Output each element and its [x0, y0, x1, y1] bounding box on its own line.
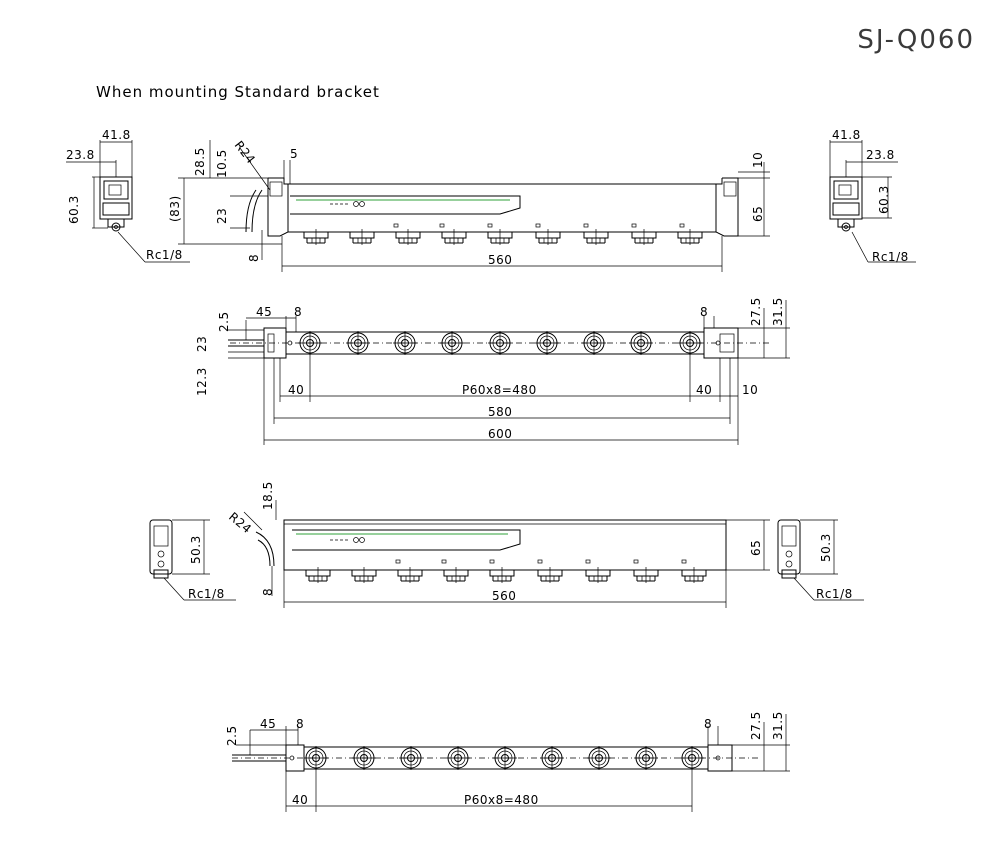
view4-cable-dim: 45	[260, 717, 276, 731]
view4-pitch-dim: P60x8=480	[464, 793, 539, 807]
view2-offset-dim: 2.5	[217, 311, 231, 332]
view3-right-height-dim: 50.3	[819, 533, 833, 562]
view4-left-40-dim: 40	[292, 793, 308, 807]
view2-pitch-dim: P60x8=480	[462, 383, 537, 397]
view1-right-thread-label: Rc1/8	[872, 250, 909, 264]
view2-left-8-dim: 8	[294, 305, 302, 319]
view3-height-dim: 65	[749, 540, 763, 556]
view4-left-8-dim: 8	[296, 717, 304, 731]
view1-top-offset-dim: 28.5	[193, 147, 207, 176]
view2-left-40-dim: 40	[288, 383, 304, 397]
view1-left-offset-dim: 23.8	[66, 148, 95, 162]
view1-tab-dim: 5	[290, 147, 298, 161]
view1-left-width-dim: 41.8	[102, 128, 131, 142]
view4-right-27-5-dim: 27.5	[749, 711, 763, 740]
view2-right-10-dim: 10	[742, 383, 758, 397]
view2-left-12-3-dim: 12.3	[195, 367, 209, 396]
view1-right-offset-dim: 23.8	[866, 148, 895, 162]
view3-left-height-dim: 50.3	[189, 535, 203, 564]
view2-cable-dim: 45	[256, 305, 272, 319]
view3-left-thread-label: Rc1/8	[188, 587, 225, 601]
view3-front-body	[243, 500, 770, 608]
view4-right-8-dim: 8	[704, 717, 712, 731]
view2-580-dim: 580	[488, 405, 512, 419]
view1-right-height-end-dim: 60.3	[877, 185, 891, 214]
view3-right-thread-label: Rc1/8	[816, 587, 853, 601]
view4-offset-dim: 2.5	[225, 725, 239, 746]
view2-left-23-dim: 23	[195, 336, 209, 352]
view2-600-dim: 600	[488, 427, 512, 441]
view3-radius-dim: R24	[226, 510, 254, 537]
view1-length-dim: 560	[488, 253, 512, 267]
view3-top-dim: 18.5	[261, 481, 275, 510]
view4-right-31-5-dim: 31.5	[771, 711, 785, 740]
view2-right-40-dim: 40	[696, 383, 712, 397]
view3-right-end-profile	[777, 519, 864, 601]
view1-left-height-dim: 60.3	[67, 195, 81, 224]
view2-right-31-5-dim: 31.5	[771, 297, 785, 326]
view3-length-dim: 560	[492, 589, 516, 603]
view2-top-body	[228, 300, 790, 445]
view1-lower-dim: 23	[215, 208, 229, 224]
view1-right-width-dim: 41.8	[832, 128, 861, 142]
view1-right-end-profile	[829, 140, 916, 263]
view1-left-thread-label: Rc1/8	[146, 248, 183, 262]
model-number: SJ-Q060	[857, 25, 975, 55]
drawing-subtitle: When mounting Standard bracket	[96, 83, 380, 101]
view1-base-dim: 8	[247, 254, 261, 262]
view1-right-height-dim: 65	[751, 206, 765, 222]
view1-total-height-dim: (83)	[168, 195, 182, 222]
view1-right-top-dim: 10	[751, 152, 765, 168]
view3-left-end-profile	[149, 519, 236, 601]
view2-right-8-dim: 8	[700, 305, 708, 319]
view1-left-end-profile	[66, 140, 190, 263]
view3-base-dim: 8	[261, 588, 275, 596]
view2-right-27-5-dim: 27.5	[749, 297, 763, 326]
view1-radius-dim: R24	[232, 138, 258, 166]
view4-top-body	[232, 714, 790, 812]
view1-upper-dim: 10.5	[215, 149, 229, 178]
view1-front-body	[178, 140, 770, 272]
